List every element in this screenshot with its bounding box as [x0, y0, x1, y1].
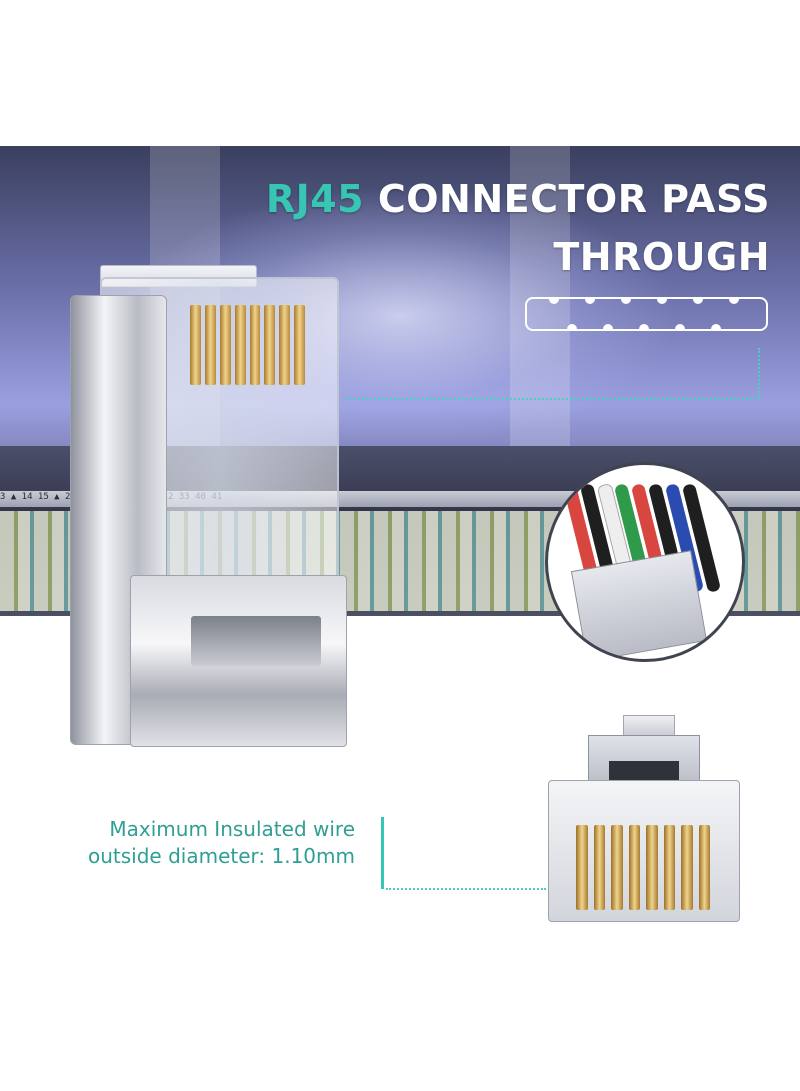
wire-diameter-spec: Maximum Insulated wire outside diameter:… [60, 816, 355, 870]
headline-line2: THROUGH [553, 235, 770, 279]
rj45-connector-side-view [70, 265, 350, 747]
connector-housing-detail [570, 550, 708, 659]
rj45-connector-front-view [548, 715, 740, 945]
spec-leader-line [386, 888, 546, 890]
headline-accent: RJ45 [265, 177, 365, 221]
leader-line [345, 398, 760, 400]
headline-line1: RJ45 CONNECTOR PASS [266, 170, 770, 228]
shield-slot [191, 616, 321, 666]
spec-accent-bar [381, 817, 384, 889]
front-gold-contacts [576, 825, 710, 910]
spec-line2: outside diameter: 1.10mm [88, 844, 355, 868]
pin-dots-graphic [525, 297, 768, 331]
metal-shield-bottom [130, 575, 347, 747]
headline-rest: CONNECTOR PASS [377, 177, 770, 221]
headline: RJ45 CONNECTOR PASS THROUGH [266, 170, 770, 286]
leader-line-vertical [758, 348, 760, 400]
spec-line1: Maximum Insulated wire [109, 817, 355, 841]
background-light-bar [510, 146, 570, 446]
gold-contacts [190, 305, 305, 385]
wire-passthrough-detail [545, 462, 745, 662]
